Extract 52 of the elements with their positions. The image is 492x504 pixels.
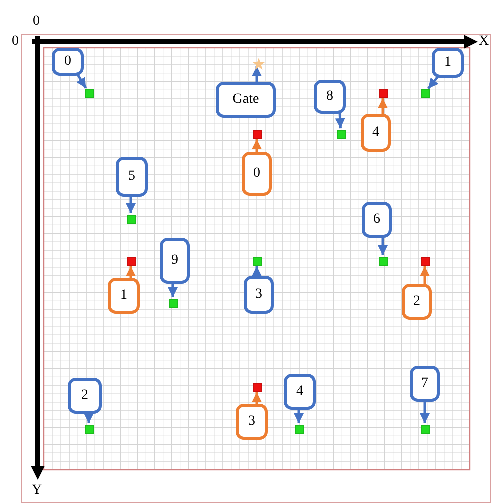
square-marker bbox=[336, 130, 346, 138]
callout-pointer bbox=[126, 266, 136, 279]
axis-label: 0 bbox=[33, 14, 40, 30]
square-marker bbox=[420, 424, 430, 434]
square-marker bbox=[126, 214, 136, 224]
callout-bubble: 7 bbox=[410, 366, 440, 402]
square-marker bbox=[378, 256, 388, 266]
star-marker-icon bbox=[252, 56, 264, 68]
callout-pointer bbox=[126, 196, 136, 214]
callout-bubble: 9 bbox=[160, 238, 190, 284]
callout-pointer bbox=[168, 283, 178, 298]
callout-pointer bbox=[294, 409, 304, 424]
square-marker bbox=[294, 424, 304, 434]
callout-bubble: 3 bbox=[244, 276, 274, 314]
axis-label: 0 bbox=[12, 34, 19, 50]
callout-pointer bbox=[252, 66, 262, 83]
square-marker bbox=[84, 424, 94, 434]
square-marker bbox=[168, 298, 178, 308]
square-marker bbox=[84, 88, 94, 98]
square-marker bbox=[126, 256, 136, 266]
callout-pointer bbox=[252, 266, 262, 277]
callout-bubble: 6 bbox=[362, 202, 392, 238]
square-marker bbox=[252, 130, 262, 138]
callout-bubble: 0 bbox=[242, 152, 272, 196]
callout-pointer bbox=[76, 74, 88, 89]
callout-bubble: 4 bbox=[284, 374, 316, 410]
callout-bubble: 1 bbox=[108, 278, 140, 314]
square-marker bbox=[252, 256, 262, 266]
callout-pointer bbox=[252, 392, 262, 405]
callout-pointer bbox=[378, 237, 388, 256]
callout-pointer bbox=[378, 98, 388, 115]
callout-pointer bbox=[335, 112, 346, 129]
callout-bubble: 4 bbox=[361, 114, 391, 152]
square-marker bbox=[420, 88, 430, 98]
callout-bubble: 0 bbox=[52, 48, 84, 76]
callout-pointer bbox=[420, 266, 430, 285]
square-marker bbox=[378, 88, 388, 98]
callout-pointer bbox=[428, 76, 439, 90]
callout-bubble: 2 bbox=[402, 284, 432, 320]
callout-pointer bbox=[84, 413, 94, 424]
callout-bubble: 1 bbox=[432, 48, 464, 78]
callout-bubble: 3 bbox=[236, 404, 268, 440]
square-marker bbox=[252, 382, 262, 392]
callout-bubble: 2 bbox=[68, 378, 102, 414]
square-marker bbox=[420, 256, 430, 266]
callout-pointer bbox=[252, 140, 262, 153]
callout-bubble: 5 bbox=[116, 157, 148, 197]
axis-label: X bbox=[479, 34, 490, 50]
callout-bubble: Gate bbox=[216, 82, 276, 118]
callout-bubble: 8 bbox=[314, 80, 346, 114]
callout-pointer bbox=[420, 401, 430, 424]
axis-label: Y bbox=[32, 483, 42, 499]
